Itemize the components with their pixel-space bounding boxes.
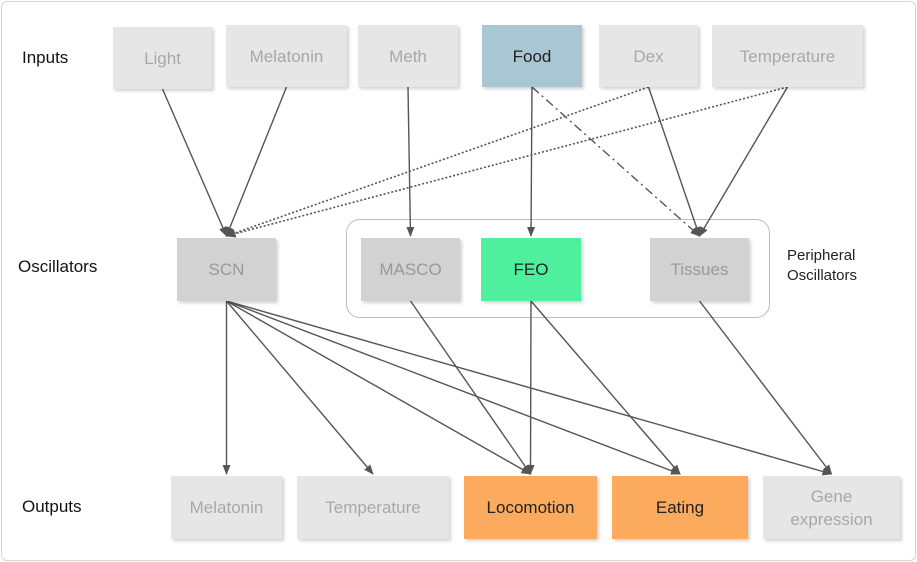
row-label-inputs: Inputs [22, 48, 69, 67]
row-label-outputs: Outputs [22, 497, 82, 516]
row-label-oscillators: Oscillators [18, 257, 98, 276]
input-temperature: Temperature [712, 25, 863, 87]
edge-in-dex-to-osc-scn [225, 86, 649, 237]
edge-in-temperature-to-osc-tissues [698, 86, 789, 237]
output-locomotion: Locomotion [464, 476, 597, 539]
edge-osc-tissues-to-out-gene-expression [698, 300, 833, 475]
oscillator-scn: SCN [177, 238, 276, 301]
input-dex: Dex [599, 25, 698, 87]
edge-osc-scn-to-out-locomotion [226, 300, 532, 475]
edge-osc-scn-to-out-eating [226, 300, 681, 475]
edge-osc-feo-to-out-eating [530, 300, 681, 475]
peripheral-oscillators-label: Peripheral Oscillators [787, 247, 858, 284]
input-meth: Meth [358, 25, 458, 87]
output-temperature: Temperature [297, 476, 449, 539]
edge-in-meth-to-osc-masco [406, 86, 415, 237]
input-food: Food [482, 25, 582, 87]
output-gene-expression: Gene expression [763, 476, 900, 539]
edge-in-temperature-to-osc-scn [225, 86, 788, 238]
input-light: Light [113, 27, 212, 89]
oscillator-feo: FEO [481, 238, 581, 301]
oscillator-tissues: Tissues [650, 238, 749, 301]
edge-in-light-to-osc-scn [161, 88, 228, 237]
edge-osc-feo-to-out-locomotion [526, 300, 535, 475]
edge-osc-scn-to-out-temperature [225, 300, 374, 475]
edge-in-food-to-osc-feo [527, 86, 536, 237]
edge-in-dex-to-osc-tissues [647, 86, 701, 237]
oscillator-masco: MASCO [361, 238, 460, 301]
edge-osc-masco-to-out-locomotion [409, 300, 532, 475]
input-melatonin: Melatonin [226, 25, 347, 87]
peripheral-oscillators-group [346, 219, 770, 318]
edge-in-melatonin-to-osc-scn [225, 86, 288, 237]
edge-osc-scn-to-out-gene-expression [226, 300, 833, 476]
output-melatonin: Melatonin [171, 476, 282, 539]
output-eating: Eating [612, 476, 748, 539]
